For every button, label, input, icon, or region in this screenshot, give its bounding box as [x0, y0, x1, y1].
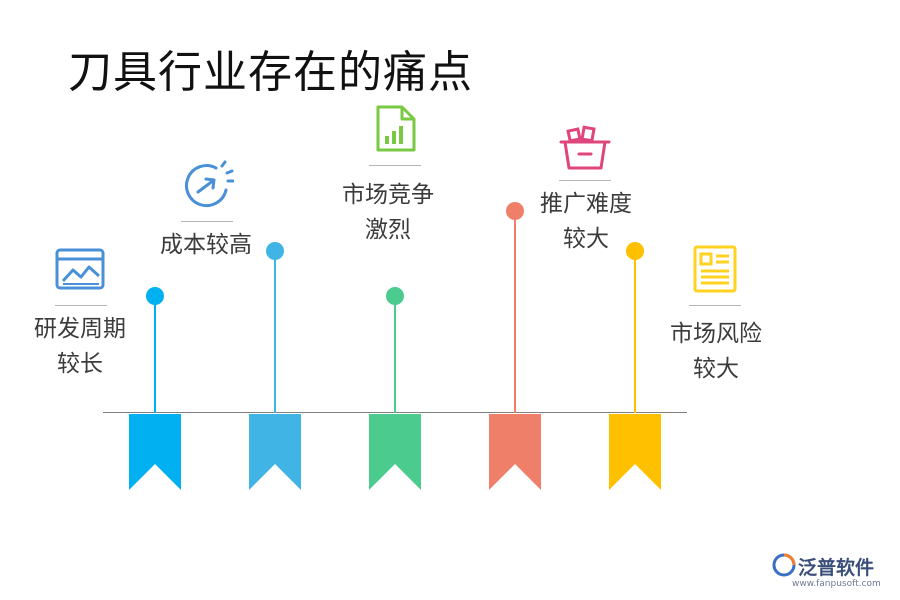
label-1-line1: 研发周期: [34, 316, 126, 342]
label-4-line1: 推广难度: [540, 191, 632, 217]
flag-3: [369, 414, 421, 490]
label-5-line2: 较大: [693, 356, 739, 382]
brand-logo: 泛普软件 www.fanpusoft.com: [770, 551, 892, 597]
dot-1: [146, 287, 164, 305]
dot-3: [386, 287, 404, 305]
browser-chart-icon: [55, 248, 105, 290]
logo-mark-icon: [772, 553, 796, 577]
basket-icon: [559, 125, 611, 170]
label-1-line2: 较长: [57, 351, 103, 377]
label-2: 成本较高: [141, 228, 271, 263]
stem-4: [514, 211, 516, 413]
divider-3: [369, 165, 421, 166]
logo-url: www.fanpusoft.com: [792, 579, 881, 589]
divider-5: [689, 305, 741, 306]
dot-5: [626, 242, 644, 260]
document-chart-icon: [376, 105, 416, 152]
label-3-line1: 市场竞争: [342, 182, 434, 208]
flag-2: [249, 414, 301, 490]
stem-2: [274, 251, 276, 413]
dot-4: [506, 202, 524, 220]
stem-5: [634, 251, 636, 413]
label-2-line1: 成本较高: [160, 232, 252, 258]
label-3-line2: 激烈: [365, 217, 411, 243]
label-5: 市场风险 较大: [651, 317, 781, 387]
report-icon: [693, 245, 737, 293]
label-5-line1: 市场风险: [670, 321, 762, 347]
label-4-line2: 较大: [563, 226, 609, 252]
flag-4: [489, 414, 541, 490]
stem-1: [154, 296, 156, 413]
gauge-arrow-icon: [185, 160, 234, 208]
label-3: 市场竞争 激烈: [323, 178, 453, 248]
divider-2: [181, 221, 233, 222]
logo-name: 泛普软件: [798, 557, 875, 579]
dot-2: [266, 242, 284, 260]
flag-5: [609, 414, 661, 490]
flag-1: [129, 414, 181, 490]
divider-1: [55, 305, 107, 306]
label-4: 推广难度 较大: [521, 187, 651, 257]
divider-4: [559, 180, 611, 181]
stem-3: [394, 296, 396, 413]
page-title: 刀具行业存在的痛点: [68, 47, 473, 98]
label-1: 研发周期 较长: [15, 312, 145, 382]
